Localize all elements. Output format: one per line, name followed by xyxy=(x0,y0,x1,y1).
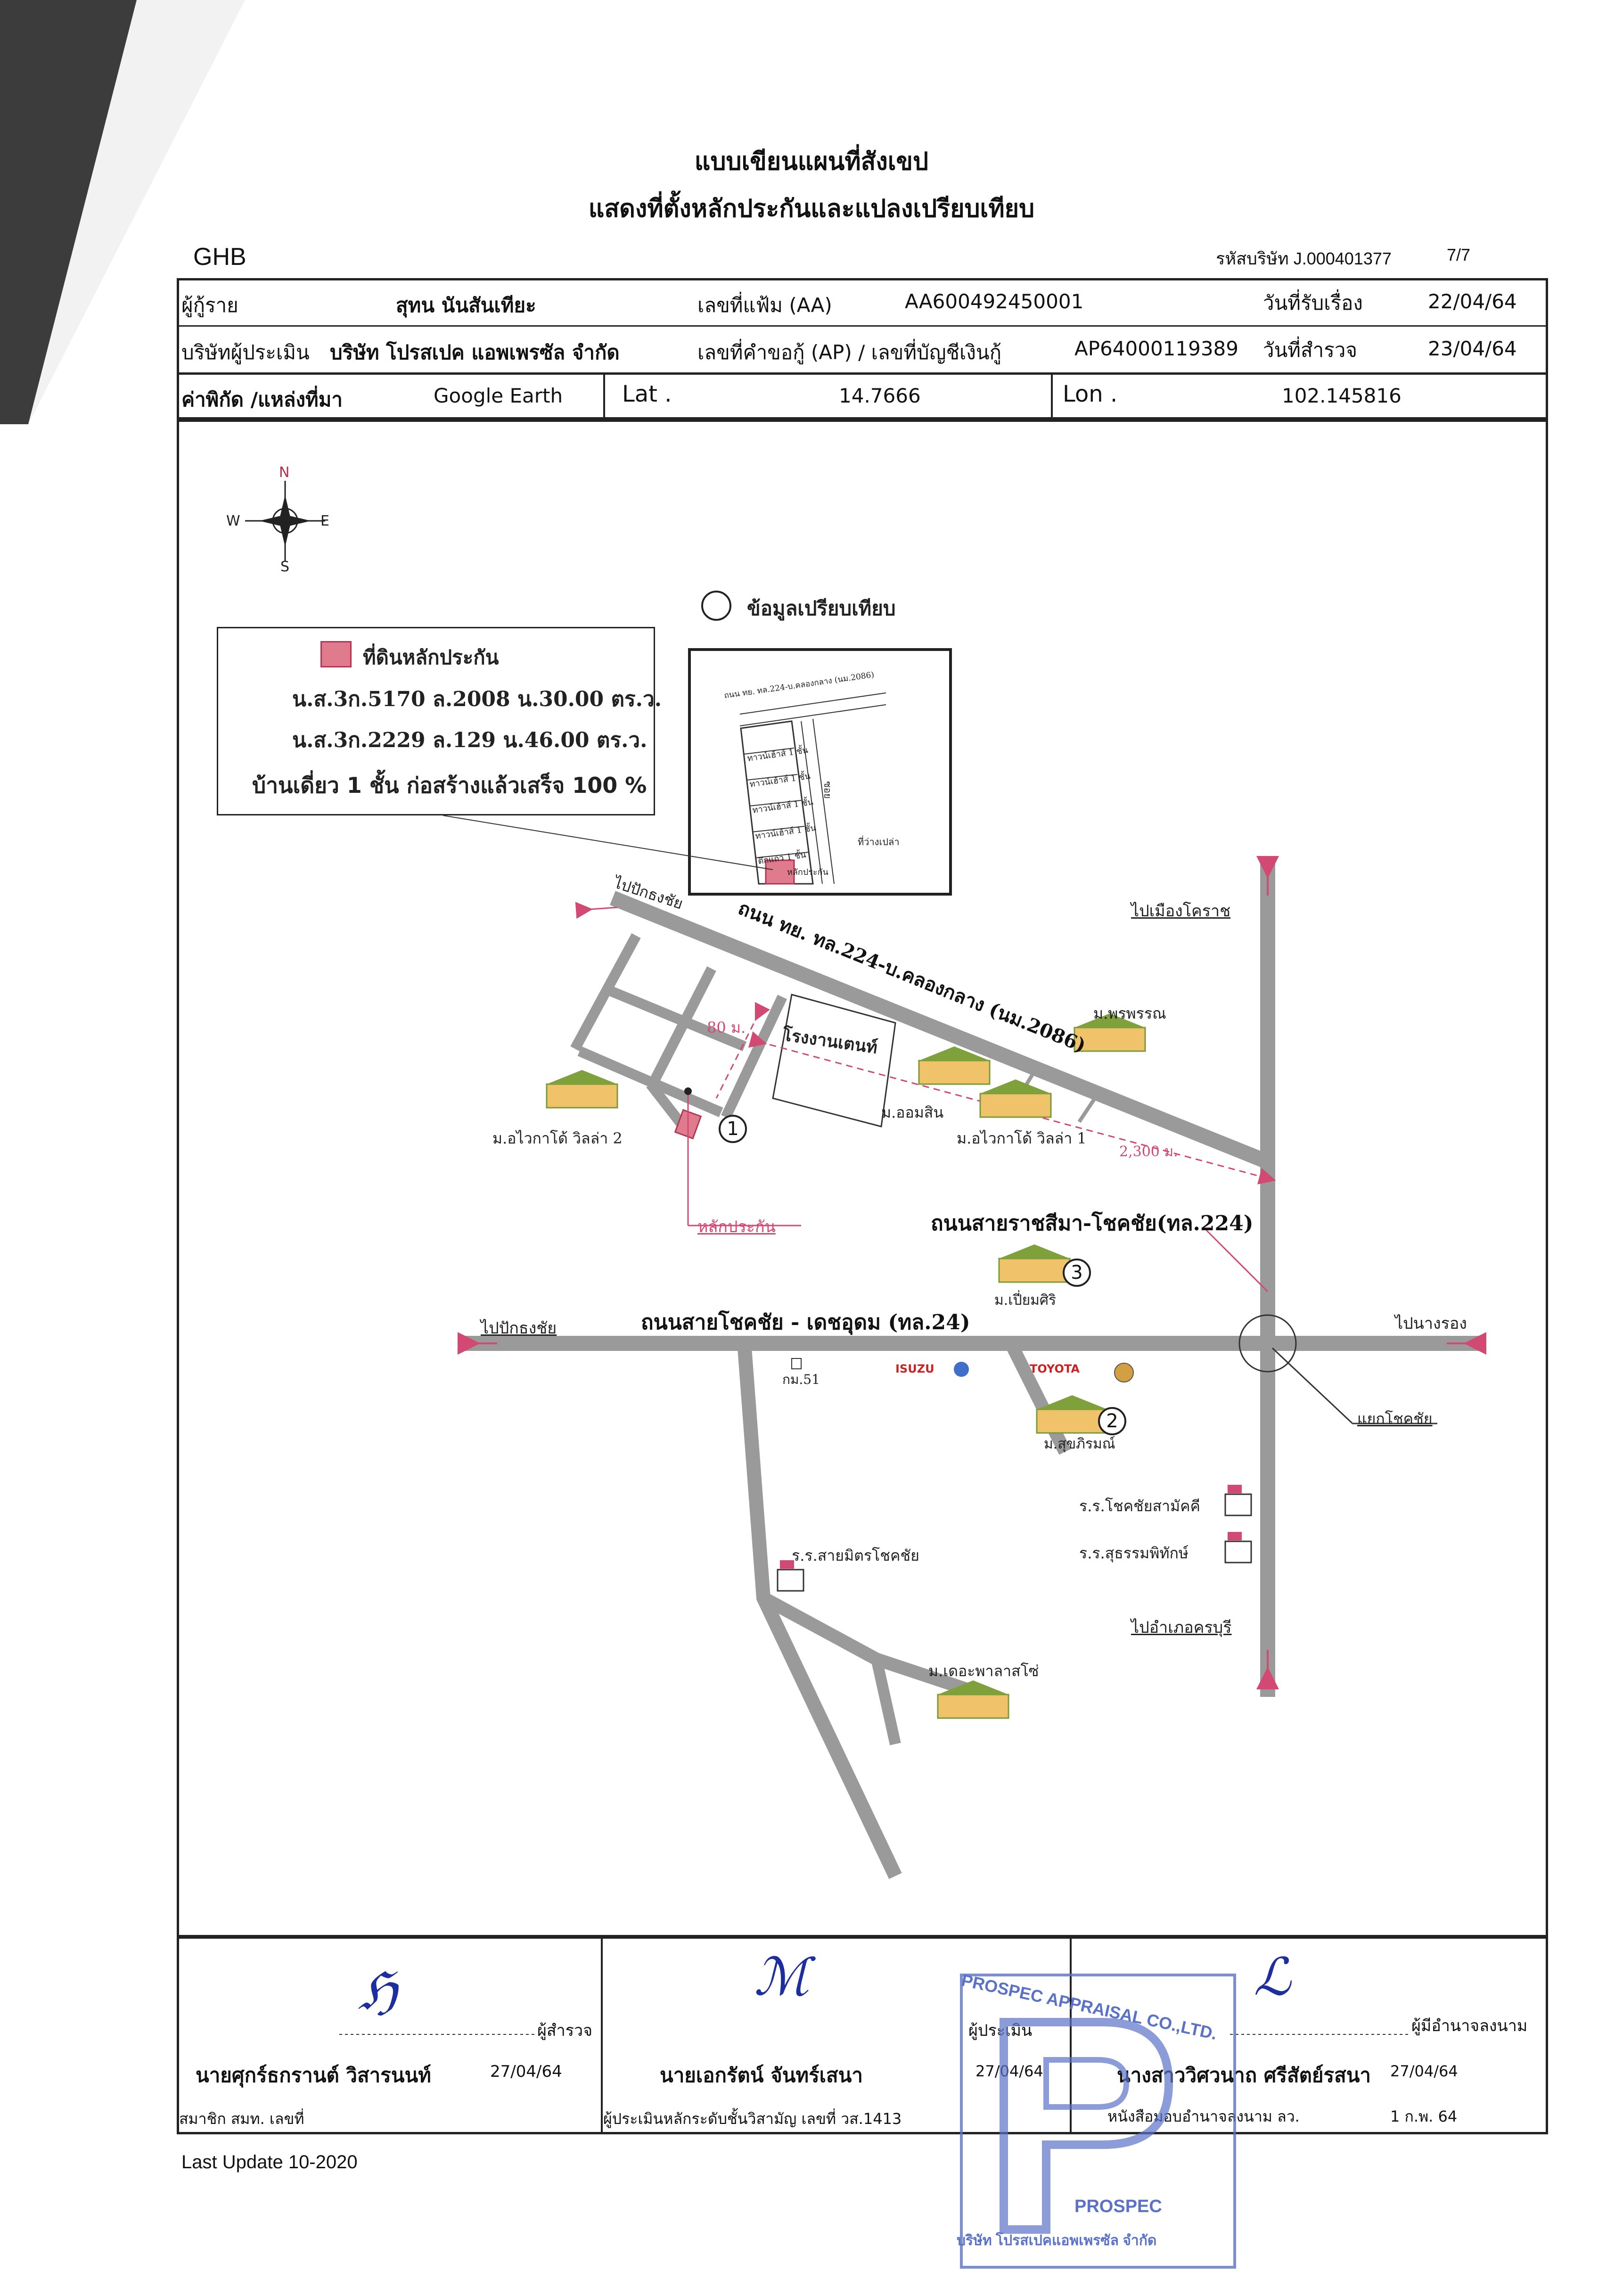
compass-s: S xyxy=(280,559,290,575)
inset-drawing xyxy=(739,692,886,885)
company-code: รหัสบริษัท J.000401377 xyxy=(1216,249,1392,268)
label-village-omsin: ม.ออมสิน xyxy=(881,1103,944,1121)
inspector-role: ผู้สำรวจ xyxy=(537,2021,593,2040)
lat-value: 14.7666 xyxy=(839,384,921,407)
org-label: GHB xyxy=(193,243,246,271)
lat-label: Lat . xyxy=(622,381,672,407)
collateral-swatch-icon xyxy=(320,641,352,667)
last-update: Last Update 10-2020 xyxy=(181,2152,358,2173)
inset-lot-label: หลักประกัน xyxy=(787,867,828,877)
comparison-legend: ข้อมูลเปรียบเทียบ xyxy=(747,597,896,620)
label-collateral: หลักประกัน xyxy=(697,1218,776,1236)
label-village-owkaddi1: ม.อไวกาโด้ วิลล่า 1 xyxy=(957,1129,1087,1147)
stamp-word: PROSPEC xyxy=(1074,2197,1162,2216)
appraiser-name: นายเอกรัตน์ จันทร์เสนา xyxy=(660,2064,863,2087)
label-school-suthammapitak: ร.ร.สุธรรมพิทักษ์ xyxy=(1079,1544,1189,1562)
signer-date: 27/04/64 xyxy=(1390,2062,1458,2080)
survey-label: วันที่สำรวจ xyxy=(1263,338,1357,362)
inspector-member: สมาชิก สมท. เลขที่ xyxy=(179,2110,304,2128)
comparison-circle-icon xyxy=(701,591,731,621)
map-frame xyxy=(177,420,1548,1937)
inspector-name: นายศุกร์ธกรานต์ วิสารนนท์ xyxy=(196,2064,431,2087)
label-village-owkaddi2: ม.อไวกาโด้ วิลล่า 2 xyxy=(492,1129,623,1147)
label-road-24: ถนนสายโชคชัย - เดชอุดม (ทล.24) xyxy=(641,1310,970,1334)
house-desc: บ้านเดี่ยว 1 ชั้น ก่อสร้างแล้วเสร็จ 100 … xyxy=(252,773,647,798)
compass-icon xyxy=(245,481,325,561)
scan-shadow xyxy=(0,0,245,424)
ap-label: เลขที่คำขอกู้ (AP) / เลขที่บัญชีเงินกู้ xyxy=(697,341,1002,364)
company-stamp-icon xyxy=(960,1974,1236,2269)
coord-source: Google Earth xyxy=(434,384,563,407)
label-to-pakthongchai: ไปปักธงชัย xyxy=(481,1319,557,1338)
doc-subtitle: แสดงที่ตั้งหลักประกันและแปลงเปรียบเทียบ xyxy=(588,195,1035,223)
stamp-bottom: บริษัท โปรสเปคแอพเพรซัล จำกัด xyxy=(957,2233,1157,2248)
collateral-legend-box xyxy=(217,627,655,815)
inset-map xyxy=(688,648,952,896)
lon-label: Lon . xyxy=(1063,381,1118,407)
inspector-date: 27/04/64 xyxy=(490,2062,562,2081)
label-km51: กม.51 xyxy=(782,1372,820,1387)
signer-note: หนังสือมอบอำนาจลงนาม ลว. xyxy=(1107,2107,1300,2125)
marker-2: 2 xyxy=(1098,1407,1126,1435)
received-date: 22/04/64 xyxy=(1428,290,1517,313)
compass-w: W xyxy=(226,513,240,529)
marker-3: 3 xyxy=(1063,1259,1091,1287)
received-label: วันที่รับเรื่อง xyxy=(1263,291,1363,314)
doc-title: แบบเขียนแผนที่สังเขป xyxy=(694,148,929,176)
label-village-sukkirom: ม.สุขภิรมณ์ xyxy=(1044,1436,1115,1452)
label-dist-80: 80 ม. xyxy=(707,1019,746,1037)
appraiser-license: ผู้ประเมินหลักระดับชั้นวิสามัญ เลขที่ วส… xyxy=(603,2110,902,2128)
deed-1: น.ส.3ก.5170 ล.2008 น.30.00 ตร.ว. xyxy=(292,687,662,711)
survey-date: 23/04/64 xyxy=(1428,337,1517,360)
lon-value: 102.145816 xyxy=(1282,384,1402,407)
marker-1: 1 xyxy=(719,1115,747,1143)
signer-name: นางสาววิศวนาถ ศรีสัตย์รสนา xyxy=(1117,2064,1371,2087)
label-dist-2300: 2,300 ม. xyxy=(1119,1144,1178,1160)
signer-signature: ℒ xyxy=(1254,1947,1291,2007)
appraiser-signature: ℳ xyxy=(754,1947,810,2007)
inspector-signature: ℌ xyxy=(358,1961,397,2021)
file-number: AA600492450001 xyxy=(905,290,1084,313)
label-school-choakchai: ร.ร.โชคชัยสามัคคี xyxy=(1079,1497,1200,1515)
file-label: เลขที่แฟ้ม (AA) xyxy=(697,294,832,317)
label-to-nangrong: ไปนางรอง xyxy=(1395,1314,1467,1333)
inset-empty-land: ที่ว่างเปล่า xyxy=(858,836,900,848)
appraiser-date: 27/04/64 xyxy=(975,2062,1043,2080)
label-to-korat: ไปเมืองโคราช xyxy=(1131,902,1231,921)
ap-number: AP64000119389 xyxy=(1074,337,1238,360)
compass-n: N xyxy=(279,464,290,481)
label-village-phonphan: ม.พรพรรณ xyxy=(1093,1004,1166,1022)
info-table xyxy=(177,278,1548,420)
label-toyota: TOYOTA xyxy=(1030,1362,1080,1375)
signer-note-date: 1 ก.พ. 64 xyxy=(1390,2107,1458,2125)
appraiser-company-label: บริษัทผู้ประเมิน xyxy=(181,341,310,364)
label-village-piyamsiri: ม.เปี่ยมศิริ xyxy=(994,1292,1057,1308)
label-to-khonburi: ไปอำเภอครบุรี xyxy=(1131,1618,1232,1637)
borrower-label: ผู้กู้ราย xyxy=(181,294,238,317)
compass-e: E xyxy=(320,513,329,529)
signer-role: ผู้มีอำนาจลงนาม xyxy=(1411,2016,1528,2035)
deed-2: น.ส.3ก.2229 ล.129 น.46.00 ตร.ว. xyxy=(292,728,648,752)
label-choakchai-junction: แยกโชคชัย xyxy=(1357,1410,1433,1428)
label-village-terrace: ม.เดอะพาลาสโซ่ xyxy=(928,1662,1039,1680)
signature-table xyxy=(177,1936,1548,2134)
appraiser-company: บริษัท โปรสเปค แอพเพรซัล จำกัด xyxy=(330,341,620,364)
label-road-sima: ถนนสายราชสีมา-โชคชัย(ทล.224) xyxy=(931,1211,1254,1235)
coord-label: ค่าพิกัด /แหล่งที่มา xyxy=(181,388,343,411)
label-school-saimit: ร.ร.สายมิตรโชคชัย xyxy=(792,1547,919,1564)
collateral-legend: ที่ดินหลักประกัน xyxy=(363,646,499,669)
borrower-name: สุทน นันสันเทียะ xyxy=(396,294,536,317)
label-isuzu: ISUZU xyxy=(895,1362,934,1375)
page-number: 7/7 xyxy=(1447,245,1471,264)
